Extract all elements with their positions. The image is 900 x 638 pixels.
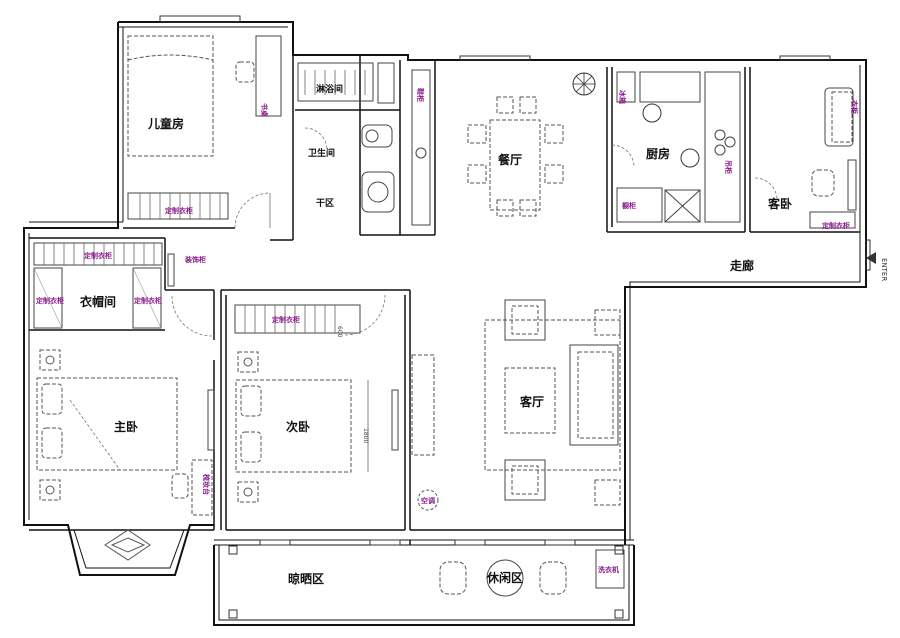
room-bathroom: 卫生间 xyxy=(308,147,335,159)
windows xyxy=(159,15,871,619)
label-closet-right: 定制衣柜 xyxy=(134,296,162,305)
room-dry-area: 干区 xyxy=(316,198,334,209)
dimensions: 600 1800 xyxy=(336,326,369,443)
room-dining: 餐厅 xyxy=(498,152,522,167)
room-living: 客厅 xyxy=(519,394,544,409)
room-shower: 淋浴间 xyxy=(316,83,343,95)
child-room-furniture xyxy=(127,35,282,229)
label-guest-cabinet: 衣柜 xyxy=(850,100,859,114)
label-guest-wardrobe: 定制衣柜 xyxy=(822,221,850,230)
dining-table xyxy=(467,72,596,217)
entry-label: ENTER xyxy=(880,258,888,281)
room-second: 次卧 xyxy=(286,419,310,434)
room-drying: 晾晒区 xyxy=(288,571,324,586)
room-master: 主卧 xyxy=(114,419,138,434)
dim-600: 600 xyxy=(336,326,343,338)
second-bedroom-furniture xyxy=(234,294,435,503)
room-guest: 客卧 xyxy=(767,196,792,211)
label-closet-left: 定制衣柜 xyxy=(36,296,64,305)
closet-furniture xyxy=(33,242,213,337)
interior-walls xyxy=(29,55,860,545)
dim-1800: 1800 xyxy=(362,428,369,443)
label-kitchen-cabinet: 橱柜 xyxy=(622,201,636,210)
living-room-furniture xyxy=(417,299,621,511)
label-shoe-cabinet: 鞋柜 xyxy=(416,88,425,102)
entry-marker: ENTER xyxy=(866,252,888,281)
label-second-wardrobe: 定制衣柜 xyxy=(272,315,300,324)
label-closet-top: 定制衣柜 xyxy=(84,251,112,260)
room-child: 儿童房 xyxy=(147,116,184,131)
bathroom-fixtures xyxy=(297,62,431,226)
room-labels: 儿童房 淋浴间 卫生间 干区 餐厅 厨房 客卧 走廊 衣帽间 主卧 次卧 客厅 … xyxy=(80,83,792,586)
label-washer: 洗衣机 xyxy=(598,565,619,574)
guest-room-furniture xyxy=(754,87,857,229)
master-bedroom-furniture xyxy=(36,349,215,561)
room-leisure: 休闲区 xyxy=(486,570,523,585)
label-dresser: 梳妆台 xyxy=(202,474,211,495)
room-corridor: 走廊 xyxy=(730,258,754,273)
label-fridge: 冰箱 xyxy=(618,90,627,104)
kitchen-fixtures xyxy=(611,71,741,223)
purple-labels: 书桌 定制衣柜 鞋柜 定制衣柜 定制衣柜 定制衣柜 装饰柜 定制衣柜 梳妆台 冰… xyxy=(36,88,859,574)
label-decor-cabinet: 装饰柜 xyxy=(184,255,206,264)
room-kitchen: 厨房 xyxy=(646,146,670,161)
bay-cushions xyxy=(104,529,151,561)
label-child-wardrobe: 定制衣柜 xyxy=(165,206,193,215)
balcony-furniture xyxy=(439,549,625,597)
label-desk: 书桌 xyxy=(260,103,269,117)
room-closet: 衣帽间 xyxy=(80,294,116,309)
label-hanging-cabinet: 吊柜 xyxy=(724,160,733,174)
label-air-conditioner: 空调 xyxy=(421,496,435,505)
